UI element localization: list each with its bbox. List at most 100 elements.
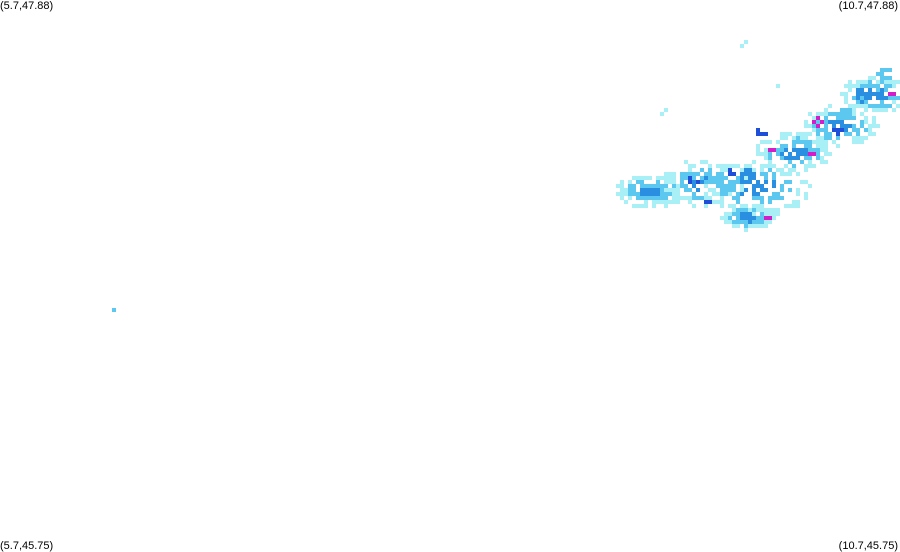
precip-pixel-cluster-2 — [804, 180, 808, 184]
precip-pixel-cluster-2 — [744, 164, 748, 168]
precip-cell-18 — [712, 176, 716, 180]
precip-pixel-cluster-2 — [720, 168, 724, 172]
precip-pixel-cluster-4 — [844, 112, 848, 116]
precip-pixel-cluster-5 — [892, 100, 896, 104]
precip-pixel-cluster-6 — [756, 208, 760, 212]
precip-pixel-cluster-2 — [728, 164, 732, 168]
precip-pixel-cluster-2 — [796, 204, 800, 208]
precip-pixel-cluster-4 — [824, 112, 828, 116]
precip-pixel-cluster-0 — [640, 184, 644, 188]
precip-cell-6 — [768, 148, 772, 152]
precip-pixel-cluster-1 — [740, 188, 744, 192]
precip-pixel-cluster-1 — [684, 188, 688, 192]
precip-pixel-cluster-3 — [756, 144, 760, 148]
precip-pixel-cluster-4 — [844, 128, 848, 132]
precip-cell-17 — [756, 180, 760, 184]
precip-pixel-cluster-3 — [760, 140, 764, 144]
precip-pixel-cluster-5 — [876, 108, 880, 112]
precip-pixel-cluster-2 — [736, 200, 740, 204]
precip-cell-11 — [892, 92, 896, 96]
precip-cell-20 — [844, 116, 848, 120]
precip-pixel-cluster-0 — [616, 184, 620, 188]
precip-pixel-cluster-6 — [760, 212, 764, 216]
precip-pixel-cluster-4 — [852, 116, 856, 120]
precip-pixel-cluster-2 — [720, 188, 724, 192]
precip-pixel-cluster-5 — [868, 88, 872, 92]
precip-pixel-cluster-5 — [864, 80, 868, 84]
precip-pixel-cluster-6 — [732, 220, 736, 224]
precip-pixel-cluster-1 — [672, 188, 676, 192]
precip-pixel-cluster-2 — [716, 200, 720, 204]
precip-pixel-cluster-6 — [756, 204, 760, 208]
precip-cell-15 — [704, 200, 708, 204]
precip-cell-20 — [848, 112, 852, 116]
precip-pixel-cluster-2 — [792, 204, 796, 208]
precip-cell-20 — [848, 108, 852, 112]
precip-pixel-cluster-5 — [844, 100, 848, 104]
precip-pixel-cluster-2 — [748, 164, 752, 168]
precip-pixel-cluster-1 — [692, 204, 696, 208]
precip-pixel-cluster-3 — [816, 144, 820, 148]
precip-pixel-cluster-1 — [688, 200, 692, 204]
precip-pixel-cluster-4 — [828, 104, 832, 108]
precip-pixel-cluster-5 — [884, 84, 888, 88]
precip-pixel-cluster-3 — [824, 140, 828, 144]
precip-pixel-cluster-0 — [620, 192, 624, 196]
precip-pixel-cluster-0 — [656, 188, 660, 192]
precip-pixel-cluster-3 — [796, 132, 800, 136]
precip-pixel-cluster-2 — [736, 180, 740, 184]
precip-pixel-cluster-6 — [752, 220, 756, 224]
precip-pixel-cluster-4 — [844, 124, 848, 128]
precip-pixel-cluster-2 — [772, 176, 776, 180]
precip-pixel-cluster-0 — [632, 188, 636, 192]
precip-pixel-cluster-5 — [896, 80, 900, 84]
precip-cell-9 — [860, 92, 864, 96]
precip-pixel-cluster-5 — [896, 104, 900, 108]
precip-pixel-cluster-6 — [752, 204, 756, 208]
precip-pixel-cluster-4 — [812, 124, 816, 128]
precip-pixel-cluster-2 — [804, 196, 808, 200]
precip-pixel-cluster-0 — [620, 180, 624, 184]
precip-pixel-cluster-2 — [760, 184, 764, 188]
precip-pixel-cluster-2 — [720, 180, 724, 184]
precip-pixel-cluster-0 — [668, 200, 672, 204]
precip-cell-2 — [776, 84, 780, 88]
precip-pixel-cluster-1 — [692, 180, 696, 184]
precip-pixel-cluster-3 — [820, 148, 824, 152]
precip-cell-18 — [716, 172, 720, 176]
precip-pixel-cluster-5 — [860, 84, 864, 88]
precip-pixel-cluster-2 — [756, 184, 760, 188]
precip-pixel-cluster-4 — [824, 124, 828, 128]
precip-pixel-cluster-0 — [628, 188, 632, 192]
precip-pixel-cluster-6 — [768, 220, 772, 224]
precip-pixel-cluster-1 — [664, 180, 668, 184]
precip-pixel-cluster-2 — [704, 192, 708, 196]
precip-pixel-cluster-3 — [792, 140, 796, 144]
precip-pixel-cluster-0 — [660, 184, 664, 188]
precip-pixel-cluster-4 — [864, 136, 868, 140]
precip-pixel-cluster-0 — [640, 180, 644, 184]
precip-pixel-cluster-4 — [852, 108, 856, 112]
precip-pixel-cluster-1 — [716, 164, 720, 168]
precip-cell-17 — [740, 172, 744, 176]
precip-pixel-cluster-3 — [796, 140, 800, 144]
precip-cell-18 — [720, 172, 724, 176]
precip-pixel-cluster-3 — [804, 164, 808, 168]
precip-pixel-cluster-1 — [672, 180, 676, 184]
precip-pixel-cluster-4 — [852, 136, 856, 140]
precip-pixel-cluster-5 — [860, 80, 864, 84]
precip-pixel-cluster-0 — [640, 192, 644, 196]
precip-pixel-cluster-2 — [784, 180, 788, 184]
precip-pixel-cluster-5 — [852, 96, 856, 100]
precip-pixel-cluster-2 — [752, 160, 756, 164]
precip-pixel-cluster-3 — [772, 164, 776, 168]
precip-cell-10 — [880, 76, 884, 80]
precip-pixel-cluster-0 — [672, 192, 676, 196]
precip-pixel-cluster-0 — [636, 204, 640, 208]
precip-cell-18 — [720, 176, 724, 180]
precip-pixel-cluster-4 — [868, 132, 872, 136]
precip-pixel-cluster-0 — [652, 192, 656, 196]
precip-pixel-cluster-2 — [760, 188, 764, 192]
precip-cell-19 — [804, 148, 808, 152]
